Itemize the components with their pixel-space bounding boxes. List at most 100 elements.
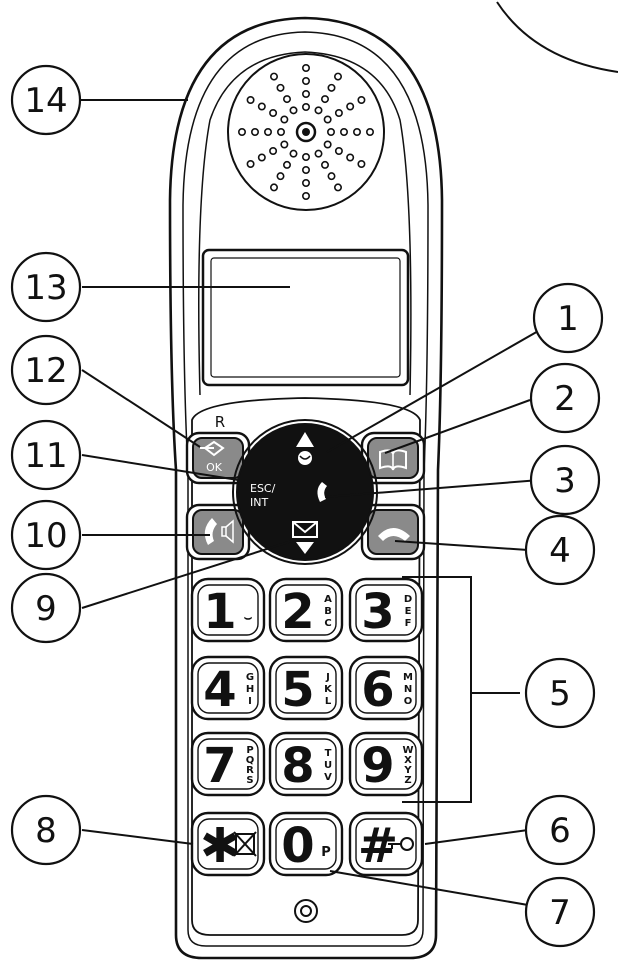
mute-icon (233, 831, 257, 857)
callout-6: 6 (524, 794, 596, 866)
svg-text:1: 1 (557, 299, 579, 339)
key-letters: F (405, 618, 412, 629)
key-digit: ✱ (200, 818, 240, 874)
key-letters: T (325, 748, 332, 759)
key-letters: H (246, 684, 254, 695)
key-letters: X (404, 755, 412, 766)
svg-text:11: 11 (24, 436, 67, 476)
envelope-icon (292, 521, 318, 554)
key-letters: Y (403, 765, 412, 776)
key-10[interactable]: ✱ (190, 811, 266, 877)
callout-12: 12 (10, 334, 82, 406)
callout-4: 4 (524, 514, 596, 586)
key-letters: A (324, 594, 332, 605)
key-letters: O (404, 696, 413, 707)
key-digit: 1 (203, 584, 236, 640)
key-letters: Q (246, 755, 255, 766)
key-digit: 2 (281, 584, 314, 640)
key-letters: Z (404, 775, 411, 786)
callout-1: 1 (532, 282, 604, 354)
svg-text:9: 9 (35, 589, 57, 629)
key-digit: 6 (361, 662, 394, 718)
esc-label: ESC/ (250, 482, 276, 495)
key-letters: B (324, 606, 332, 617)
callout-14: 14 (10, 64, 82, 136)
svg-text:4: 4 (549, 531, 571, 571)
hangup-key[interactable] (360, 503, 426, 561)
key-digit: 3 (361, 584, 394, 640)
callout-13: 13 (10, 251, 82, 323)
key-digit: 7 (203, 738, 236, 794)
key-letters: R (246, 765, 254, 776)
key-letters: P (246, 745, 253, 756)
key-letters: W (402, 745, 413, 756)
key-letters: V (324, 772, 332, 783)
key-letters: J (325, 672, 330, 683)
key-letters: M (403, 672, 413, 683)
talk-icon (317, 482, 327, 502)
callout-2: 2 (529, 362, 601, 434)
svg-text:2: 2 (554, 379, 576, 419)
key-letters: G (246, 672, 254, 683)
ok-menu-key[interactable]: OK (185, 431, 251, 485)
key-letters: ⌣ (244, 611, 253, 626)
callout-3: 3 (529, 444, 601, 516)
key-letters: E (405, 606, 412, 617)
key-letters: L (325, 696, 332, 707)
callout-9: 9 (10, 572, 82, 644)
svg-text:13: 13 (24, 268, 67, 308)
svg-text:8: 8 (35, 811, 57, 851)
talk-icon (204, 518, 217, 545)
key-letters: U (324, 760, 332, 771)
callout-11: 11 (10, 419, 82, 491)
earpiece-speaker (227, 53, 385, 211)
svg-text:12: 12 (24, 351, 67, 391)
recall-label: R (215, 413, 225, 431)
svg-text:3: 3 (554, 461, 576, 501)
up-arrow-icon (296, 432, 314, 465)
key-letters: P (321, 845, 331, 860)
key-digit: 9 (361, 738, 394, 794)
key-letters: D (404, 594, 412, 605)
phonebook-key[interactable] (360, 431, 426, 485)
callout-5: 5 (524, 657, 596, 729)
key-1[interactable]: 1⌣ (190, 577, 266, 643)
key-letters: C (324, 618, 331, 629)
keypad-plate (191, 397, 421, 936)
key-letters: S (246, 775, 253, 786)
key-digit: 4 (203, 662, 236, 718)
callout-7: 7 (524, 876, 596, 948)
speaker-icon (221, 519, 234, 544)
navigation-disc[interactable]: ESC/ INT (232, 419, 378, 565)
key-digit: 0 (281, 818, 314, 874)
key-digit: 8 (281, 738, 314, 794)
svg-text:7: 7 (549, 893, 571, 933)
phonebook-icon (379, 449, 407, 471)
key-letters: K (324, 684, 333, 695)
svg-text:6: 6 (549, 811, 571, 851)
menu-arrow-icon (200, 440, 225, 457)
ok-label: OK (206, 461, 223, 474)
key-digit: 5 (281, 662, 314, 718)
svg-text:5: 5 (549, 674, 571, 714)
display-screen (201, 248, 410, 387)
microphone (294, 899, 318, 923)
int-label: INT (250, 496, 268, 509)
hangup-icon (378, 528, 410, 541)
callout-10: 10 (10, 499, 82, 571)
keylock-icon (388, 837, 414, 851)
key-letters: I (248, 696, 252, 707)
key-12[interactable]: # (348, 811, 424, 877)
